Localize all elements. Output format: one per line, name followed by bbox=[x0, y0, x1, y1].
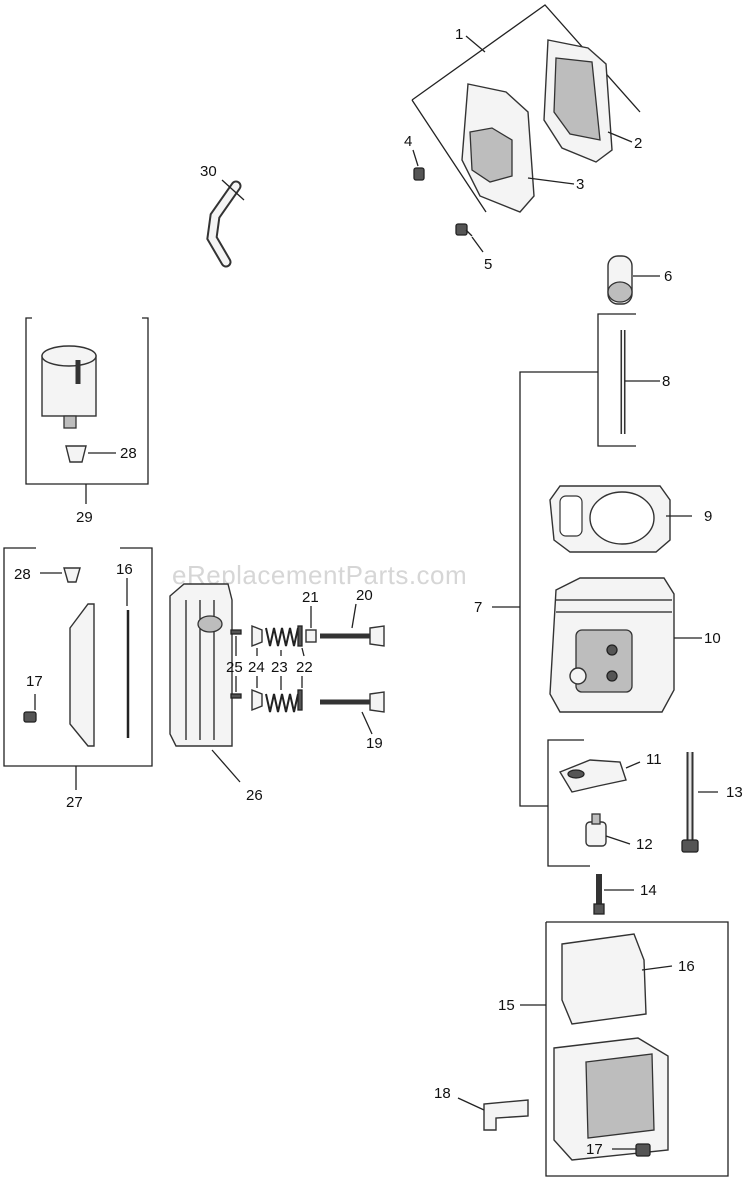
callout-29: 29 bbox=[76, 509, 93, 526]
callout-5: 5 bbox=[484, 256, 492, 273]
callout-2: 2 bbox=[634, 135, 642, 152]
bracket-1 bbox=[411, 4, 641, 113]
callout-12: 12 bbox=[636, 836, 653, 853]
callout-24: 24 bbox=[248, 659, 265, 676]
callout-20: 20 bbox=[356, 587, 373, 604]
valve-cap bbox=[305, 629, 317, 643]
breather-grommet-lower bbox=[63, 567, 81, 583]
leader-16-right bbox=[641, 965, 673, 971]
callout-1: 1 bbox=[455, 26, 463, 43]
callout-23: 23 bbox=[271, 659, 288, 676]
valve-cover-gasket bbox=[561, 933, 647, 1025]
valve-spring-lower bbox=[265, 693, 299, 713]
spring-retainer-lower bbox=[251, 688, 263, 712]
valve-train bbox=[230, 603, 385, 735]
rocker-cover-gasket-inner bbox=[553, 57, 601, 141]
rocker-cover-baffle bbox=[469, 127, 513, 183]
bracket-29-box bbox=[25, 317, 149, 485]
part-30 bbox=[206, 179, 245, 268]
leader-11 bbox=[625, 761, 641, 769]
part-6 bbox=[607, 255, 660, 305]
callout-13: 13 bbox=[726, 784, 743, 801]
valve-spring-upper bbox=[265, 627, 299, 647]
leader-2 bbox=[607, 131, 633, 143]
breather-cover bbox=[69, 603, 95, 747]
callout-9: 9 bbox=[704, 508, 712, 525]
valve-keeper-lower bbox=[230, 693, 242, 699]
callout-17-breather: 17 bbox=[26, 673, 43, 690]
callout-27: 27 bbox=[66, 794, 83, 811]
callout-7: 7 bbox=[474, 599, 482, 616]
leader-18 bbox=[457, 1097, 485, 1111]
leader-1 bbox=[465, 35, 486, 53]
callout-4: 4 bbox=[404, 133, 412, 150]
callout-28-breather: 28 bbox=[120, 445, 137, 462]
callout-10: 10 bbox=[704, 630, 721, 647]
valve-seal-lower bbox=[297, 689, 303, 711]
leader-30 bbox=[221, 179, 245, 201]
callout-26: 26 bbox=[246, 787, 263, 804]
callout-15: 15 bbox=[498, 997, 515, 1014]
callout-25: 25 bbox=[226, 659, 243, 676]
callout-22: 22 bbox=[296, 659, 313, 676]
bracket-7 bbox=[519, 371, 598, 807]
bracket-1-lower bbox=[411, 99, 487, 213]
leader-20 bbox=[351, 603, 357, 629]
screw bbox=[455, 223, 468, 236]
part-group-27 bbox=[3, 547, 153, 790]
leader-3 bbox=[527, 177, 575, 185]
cylinder-head-side bbox=[169, 583, 233, 747]
rocker-arm bbox=[558, 759, 627, 793]
screw-shank bbox=[465, 229, 473, 237]
part-group-15 bbox=[457, 921, 729, 1177]
leader-5 bbox=[471, 236, 484, 253]
leader-26 bbox=[211, 749, 241, 783]
callout-30: 30 bbox=[200, 163, 217, 180]
callout-21: 21 bbox=[302, 589, 319, 606]
breather-screw bbox=[23, 711, 37, 723]
part-group-1 bbox=[411, 4, 641, 253]
leader-19 bbox=[361, 711, 373, 735]
callout-labels: 1 2 3 4 5 6 7 8 9 10 11 12 13 14 15 16 1… bbox=[14, 26, 743, 1158]
leader-22-up bbox=[301, 647, 305, 657]
part-14 bbox=[593, 874, 634, 915]
callout-16-cover: 16 bbox=[678, 958, 695, 975]
callout-6: 6 bbox=[664, 268, 672, 285]
part-group-7 bbox=[492, 313, 718, 867]
bracket-15-box bbox=[545, 921, 729, 1177]
valve-keeper-upper bbox=[230, 629, 242, 635]
spring-retainer-upper bbox=[251, 624, 263, 648]
callout-8: 8 bbox=[662, 373, 670, 390]
rocker-pivot bbox=[585, 821, 607, 847]
throttle-bracket bbox=[483, 1099, 529, 1131]
callout-17-cover: 17 bbox=[586, 1141, 603, 1158]
bracket-27-box bbox=[3, 547, 153, 767]
callout-18: 18 bbox=[434, 1085, 451, 1102]
leader-4 bbox=[412, 149, 419, 167]
callout-28-cover: 28 bbox=[14, 566, 31, 583]
part-group-29 bbox=[25, 317, 149, 504]
callout-3: 3 bbox=[576, 176, 584, 193]
bracket-11-box bbox=[547, 739, 590, 867]
cover-screw bbox=[635, 1143, 651, 1157]
callout-16-breather: 16 bbox=[116, 561, 133, 578]
breather-grommet bbox=[65, 445, 87, 463]
callout-14: 14 bbox=[640, 882, 657, 899]
nut bbox=[413, 167, 425, 181]
bracket-8-box bbox=[597, 313, 636, 447]
callout-11: 11 bbox=[646, 751, 662, 768]
part-26 bbox=[169, 583, 241, 783]
callout-19: 19 bbox=[366, 735, 383, 752]
leader-12 bbox=[605, 835, 631, 845]
valve-seal-upper bbox=[297, 625, 303, 647]
